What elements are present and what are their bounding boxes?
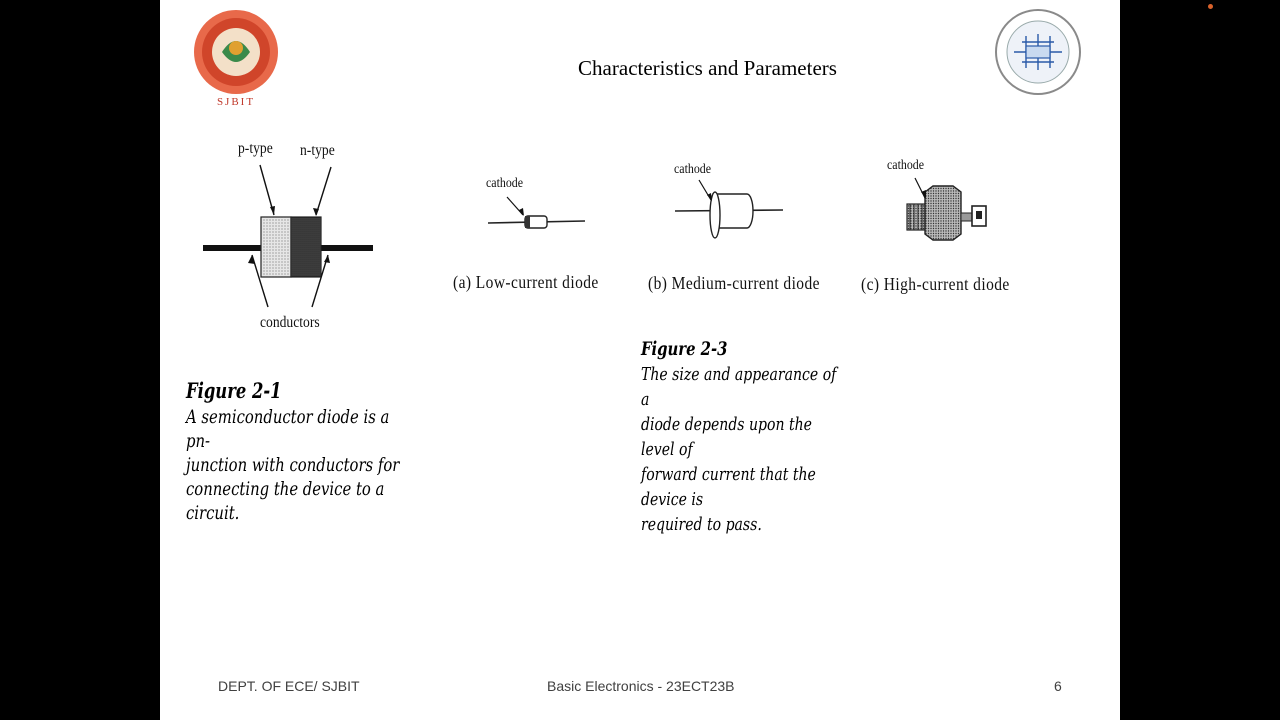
figure-2-3-title: Figure 2-3 bbox=[641, 338, 728, 360]
figure-2-1-line-1: A semiconductor diode is a pn- bbox=[186, 406, 390, 452]
high-current-diode-drawing bbox=[906, 177, 987, 241]
pn-junction-diagram bbox=[203, 164, 373, 308]
figure-2-3-line-4: required to pass. bbox=[641, 514, 762, 535]
low-current-diode-caption: (a) Low-current diode bbox=[453, 272, 599, 292]
p-type-label: p-type bbox=[238, 140, 273, 157]
sjbit-logo: SJBIT bbox=[194, 10, 278, 108]
figure-2-3-body: The size and appearance of a diode depen… bbox=[641, 362, 844, 537]
figure-2-1-line-2: junction with conductors for bbox=[186, 454, 400, 476]
medium-current-cathode-label: cathode bbox=[674, 162, 712, 177]
figure-2-3-caption: Figure 2-3 The size and appearance of a … bbox=[641, 338, 861, 537]
ece-logo bbox=[995, 9, 1081, 95]
pointer-dot bbox=[1208, 4, 1213, 9]
figure-2-3-line-2: diode depends upon the level of bbox=[641, 414, 812, 460]
medium-current-diode-caption: (b) Medium-current diode bbox=[648, 273, 820, 293]
figure-2-3-line-1: The size and appearance of a bbox=[641, 364, 837, 410]
slide: SJBIT Characteristics and Parameters bbox=[160, 0, 1120, 720]
conductors-label: conductors bbox=[260, 314, 320, 331]
low-current-diode-drawing bbox=[487, 196, 586, 229]
logo-left-text: SJBIT bbox=[217, 96, 255, 108]
footer-department: DEPT. OF ECE/ SJBIT bbox=[218, 678, 360, 694]
high-current-cathode-label: cathode bbox=[887, 158, 925, 173]
high-current-diode-caption: (c) High-current diode bbox=[861, 274, 1010, 294]
slide-title: Characteristics and Parameters bbox=[578, 56, 837, 80]
figure-2-1-title: Figure 2-1 bbox=[186, 378, 282, 403]
figure-2-1-body: A semiconductor diode is a pn- junction … bbox=[186, 405, 412, 525]
figure-2-1-line-3: connecting the device to a circuit. bbox=[186, 478, 385, 524]
footer-course: Basic Electronics - 23ECT23B bbox=[547, 678, 735, 694]
figure-2-1-caption: Figure 2-1 A semiconductor diode is a pn… bbox=[186, 378, 441, 525]
n-type-label: n-type bbox=[300, 142, 335, 159]
footer-page-number: 6 bbox=[1054, 678, 1062, 694]
medium-current-diode-drawing bbox=[674, 179, 784, 239]
figure-2-3-line-3: forward current that the device is bbox=[641, 464, 816, 510]
low-current-cathode-label: cathode bbox=[486, 176, 524, 191]
